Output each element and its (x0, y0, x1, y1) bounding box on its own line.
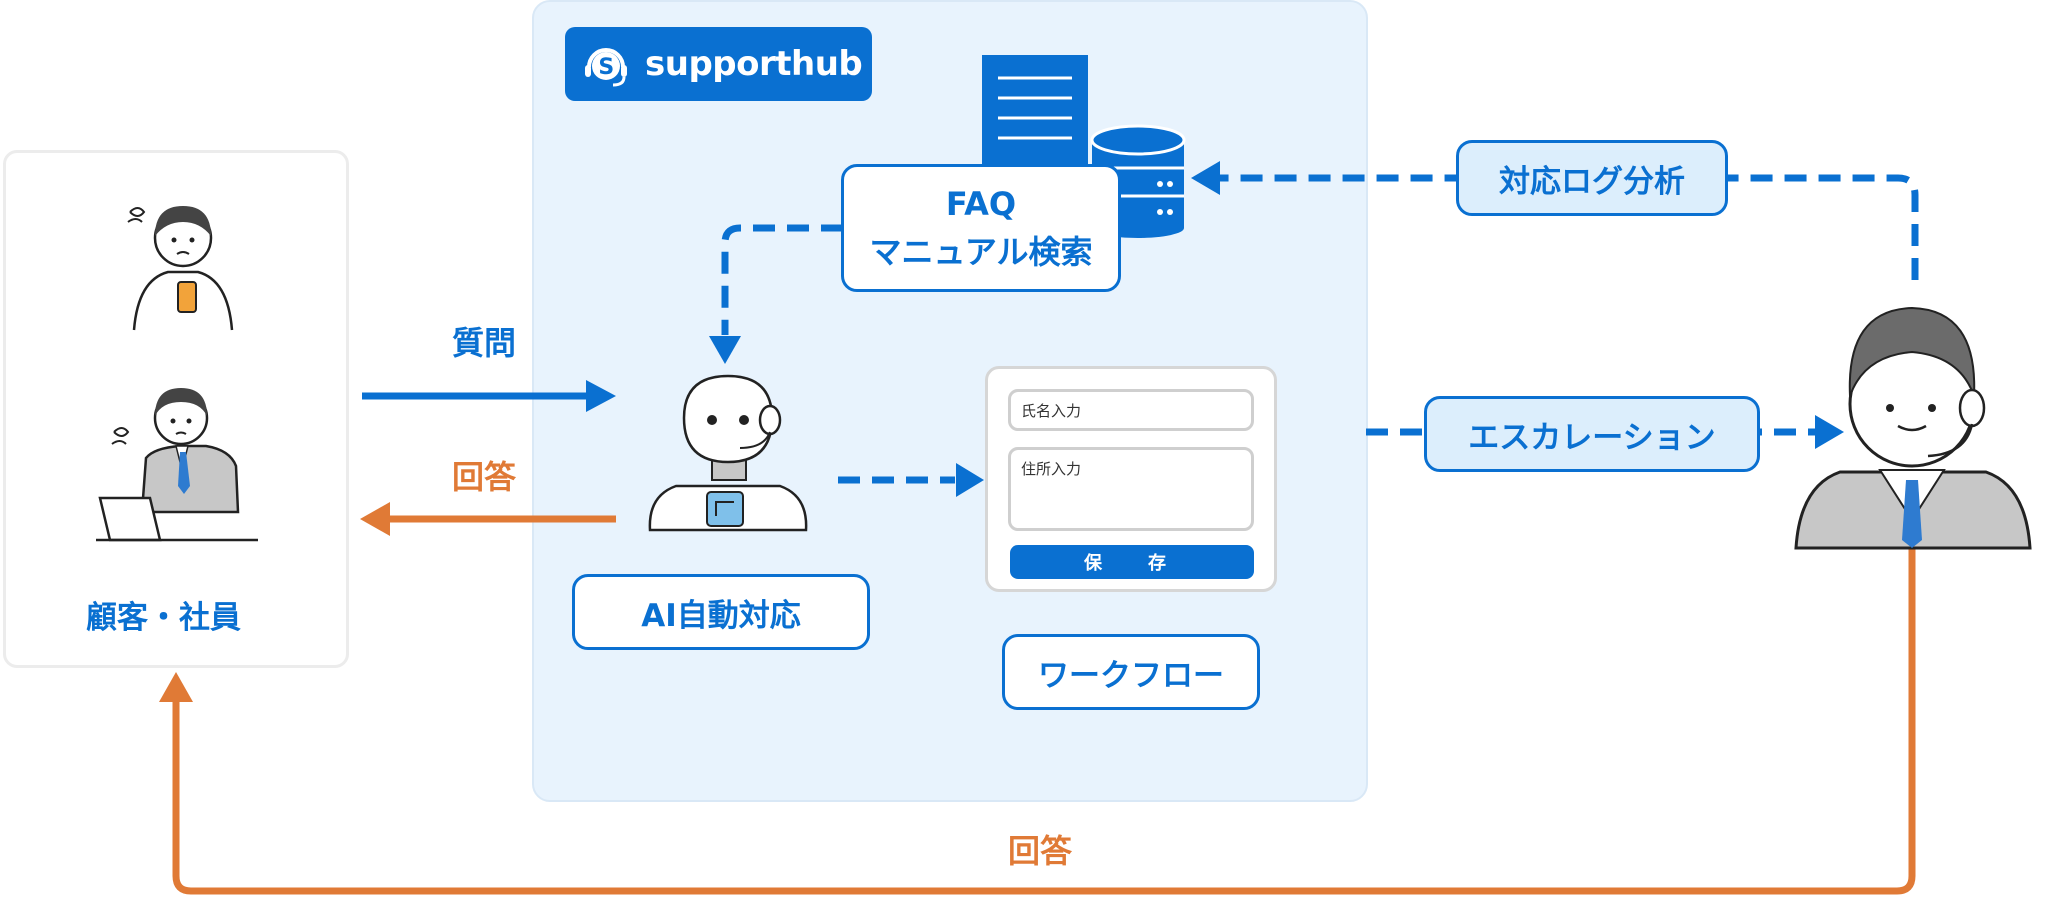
question-label: 質問 (452, 324, 517, 362)
customer-label: 顧客・社員 (86, 600, 241, 636)
employee-laptop-illustration (96, 388, 258, 542)
log-analysis-box: 対応ログ分析 (1456, 140, 1728, 216)
answer-arrow-bottom (159, 548, 1916, 895)
headset-logo-icon: S (585, 48, 627, 87)
name-input-placeholder: 氏名入力 (1021, 402, 1082, 420)
question-arrow (362, 380, 616, 412)
ai-auto-response-box: AI自動対応 (572, 574, 870, 650)
supporthub-logo: S supporthub (565, 27, 872, 101)
save-button-label: 保 存 (1084, 553, 1180, 574)
ai-auto-response-label: AI自動対応 (641, 597, 801, 634)
ai-to-workflow-arrow (838, 463, 984, 497)
save-button[interactable]: 保 存 (1010, 545, 1254, 579)
faq-title: FAQ (945, 185, 1017, 223)
svg-text:S: S (598, 55, 613, 80)
brand-name: supporthub (645, 44, 863, 84)
address-input-placeholder: 住所入力 (1021, 460, 1082, 478)
address-input-field[interactable]: 住所入力 (1008, 447, 1254, 531)
database-icon (1090, 124, 1186, 238)
faq-to-ai-arrow (709, 224, 843, 364)
answer-label-bottom: 回答 (1008, 832, 1073, 870)
manual-search-title: マニュアル検索 (869, 233, 1093, 271)
operator-illustration (1794, 306, 2032, 550)
workflow-label: ワークフロー (1038, 657, 1224, 694)
workflow-form-card: 氏名入力 住所入力 保 存 (985, 366, 1277, 592)
answer-arrow-left (360, 502, 616, 536)
faq-manual-search-box: FAQ マニュアル検索 (841, 164, 1121, 292)
escalation-box: エスカレーション (1424, 396, 1760, 472)
ai-robot-illustration (648, 374, 808, 532)
workflow-box: ワークフロー (1002, 634, 1260, 710)
answer-label-left: 回答 (452, 458, 517, 496)
log-analysis-arrow (1191, 161, 1919, 280)
document-icon (982, 55, 1088, 173)
name-input-field[interactable]: 氏名入力 (1008, 389, 1254, 431)
log-analysis-label: 対応ログ分析 (1499, 163, 1685, 200)
worried-customer-illustration (127, 206, 234, 331)
escalation-label: エスカレーション (1468, 419, 1716, 456)
